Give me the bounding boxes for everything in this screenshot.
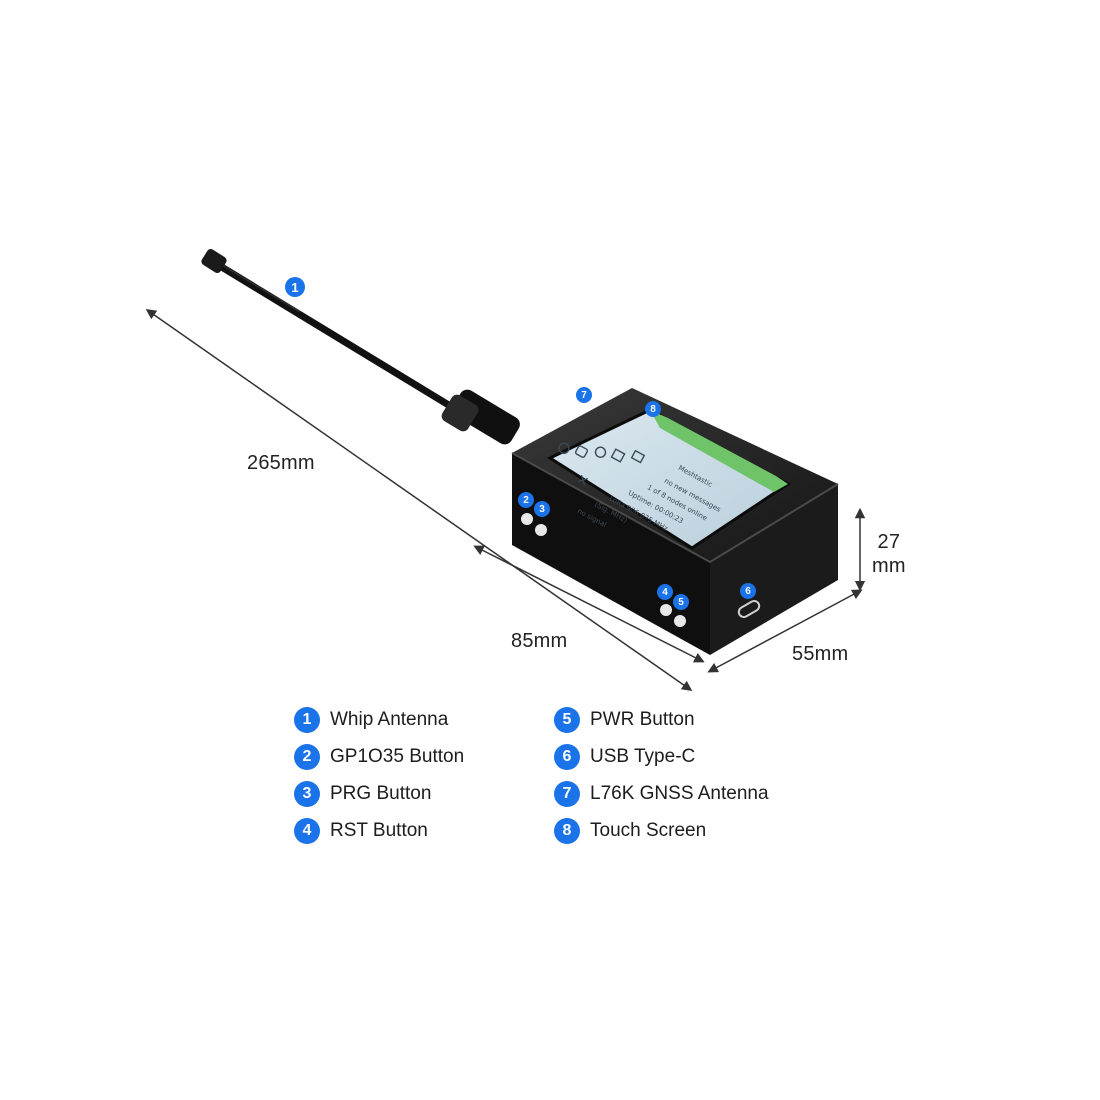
clock-icon	[594, 446, 607, 458]
callout-1: 1	[285, 277, 305, 297]
legend-label: Touch Screen	[590, 820, 707, 841]
legend-label: PWR Button	[590, 709, 695, 730]
legend-badge: 5	[554, 707, 580, 733]
device-front-face	[512, 453, 710, 655]
device-side-face	[710, 484, 838, 655]
callout-3: 3	[534, 501, 550, 517]
dimension-label-265mm: 265mm	[247, 452, 315, 474]
legend-item-5: 5 PWR Button	[554, 707, 695, 733]
prg-button	[535, 524, 547, 536]
dimension-line-55mm	[707, 589, 863, 673]
callout-8: 8	[645, 401, 661, 417]
dimension-label-55mm: 55mm	[792, 643, 849, 665]
callout-5: 5	[673, 594, 689, 610]
screen-header-bar	[650, 410, 788, 492]
legend-label: L76K GNSS Antenna	[590, 783, 769, 804]
dimension-label-27mm: 27 mm	[872, 530, 906, 578]
legend-label: RST Button	[330, 820, 428, 841]
legend-badge: 8	[554, 818, 580, 844]
dimension-label-85mm: 85mm	[511, 630, 568, 652]
dimension-line-85mm	[473, 545, 705, 663]
settings-icon	[558, 442, 570, 455]
antenna-tip	[201, 249, 227, 273]
callout-6: 6	[740, 583, 756, 599]
legend-item-3: 3 PRG Button	[294, 781, 431, 807]
legend-label: Whip Antenna	[330, 709, 449, 730]
usb-type-c-port	[737, 600, 761, 618]
pwr-button	[674, 615, 686, 627]
legend-item-2: 2 GP1O35 Button	[294, 744, 464, 770]
legend-item-1: 1 Whip Antenna	[294, 707, 448, 733]
legend-badge: 2	[294, 744, 320, 770]
legend-badge: 6	[554, 744, 580, 770]
callout-4: 4	[657, 584, 673, 600]
dimension-height-unit: mm	[872, 555, 906, 577]
legend-badge: 3	[294, 781, 320, 807]
node-icon	[610, 448, 626, 463]
legend-badge: 1	[294, 707, 320, 733]
battery-icon	[630, 449, 646, 464]
dimension-height-value: 27	[877, 531, 901, 553]
rst-button	[660, 604, 672, 616]
callout-2: 2	[518, 492, 534, 508]
legend-label: GP1O35 Button	[330, 746, 465, 767]
legend-item-7: 7 L76K GNSS Antenna	[554, 781, 769, 807]
legend-item-8: 8 Touch Screen	[554, 818, 706, 844]
legend-label: USB Type-C	[590, 746, 696, 767]
legend-item-4: 4 RST Button	[294, 818, 428, 844]
message-icon	[574, 445, 589, 458]
legend-badge: 7	[554, 781, 580, 807]
callout-7: 7	[576, 387, 592, 403]
gpio35-button	[521, 513, 533, 525]
legend-label: PRG Button	[330, 783, 432, 804]
legend-item-6: 6 USB Type-C	[554, 744, 695, 770]
legend-badge: 4	[294, 818, 320, 844]
whip-antenna	[216, 262, 474, 422]
